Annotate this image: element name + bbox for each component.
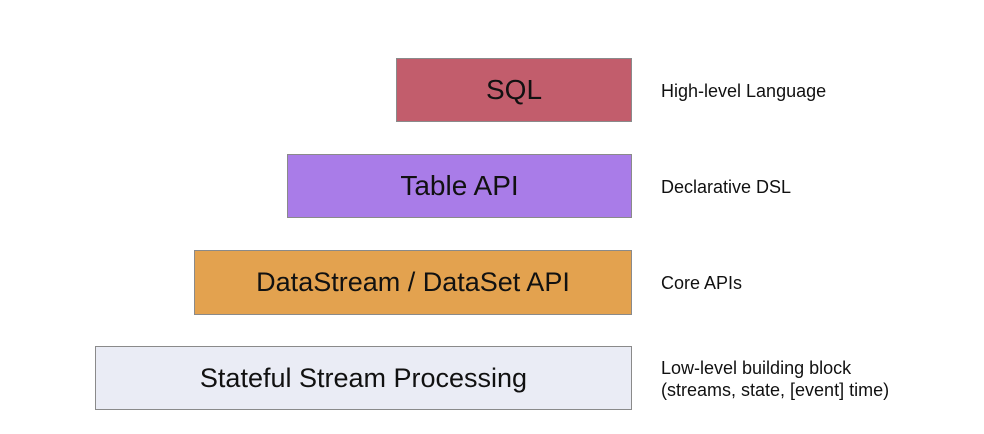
layer-stateful-stream-processing-description: Low-level building block (streams, state… <box>661 357 889 401</box>
layer-datastream-dataset-api-description-line: Core APIs <box>661 273 743 293</box>
layer-datastream-dataset-api-description: Core APIs <box>661 272 742 294</box>
layer-table-api-description-line: Declarative DSL <box>661 177 792 197</box>
layer-sql: SQL <box>396 58 632 122</box>
layer-sql-description: High-level Language <box>661 80 826 102</box>
layer-sql-description-line: High-level Language <box>661 81 827 101</box>
layer-table-api-label: Table API <box>400 170 519 201</box>
layer-stateful-stream-processing: Stateful Stream Processing <box>95 346 632 410</box>
layer-table-api-description: Declarative DSL <box>661 176 791 198</box>
layer-stateful-stream-processing-description-line-1: Low-level building block <box>661 358 852 378</box>
layer-stateful-stream-processing-label: Stateful Stream Processing <box>199 362 528 393</box>
layer-datastream-dataset-api: DataStream / DataSet API <box>194 250 632 315</box>
layer-datastream-dataset-api-label: DataStream / DataSet API <box>256 267 570 297</box>
layer-stateful-stream-processing-description-line-2: (streams, state, [event] time) <box>661 380 890 400</box>
layer-sql-label: SQL <box>485 74 543 105</box>
layer-table-api: Table API <box>287 154 632 218</box>
